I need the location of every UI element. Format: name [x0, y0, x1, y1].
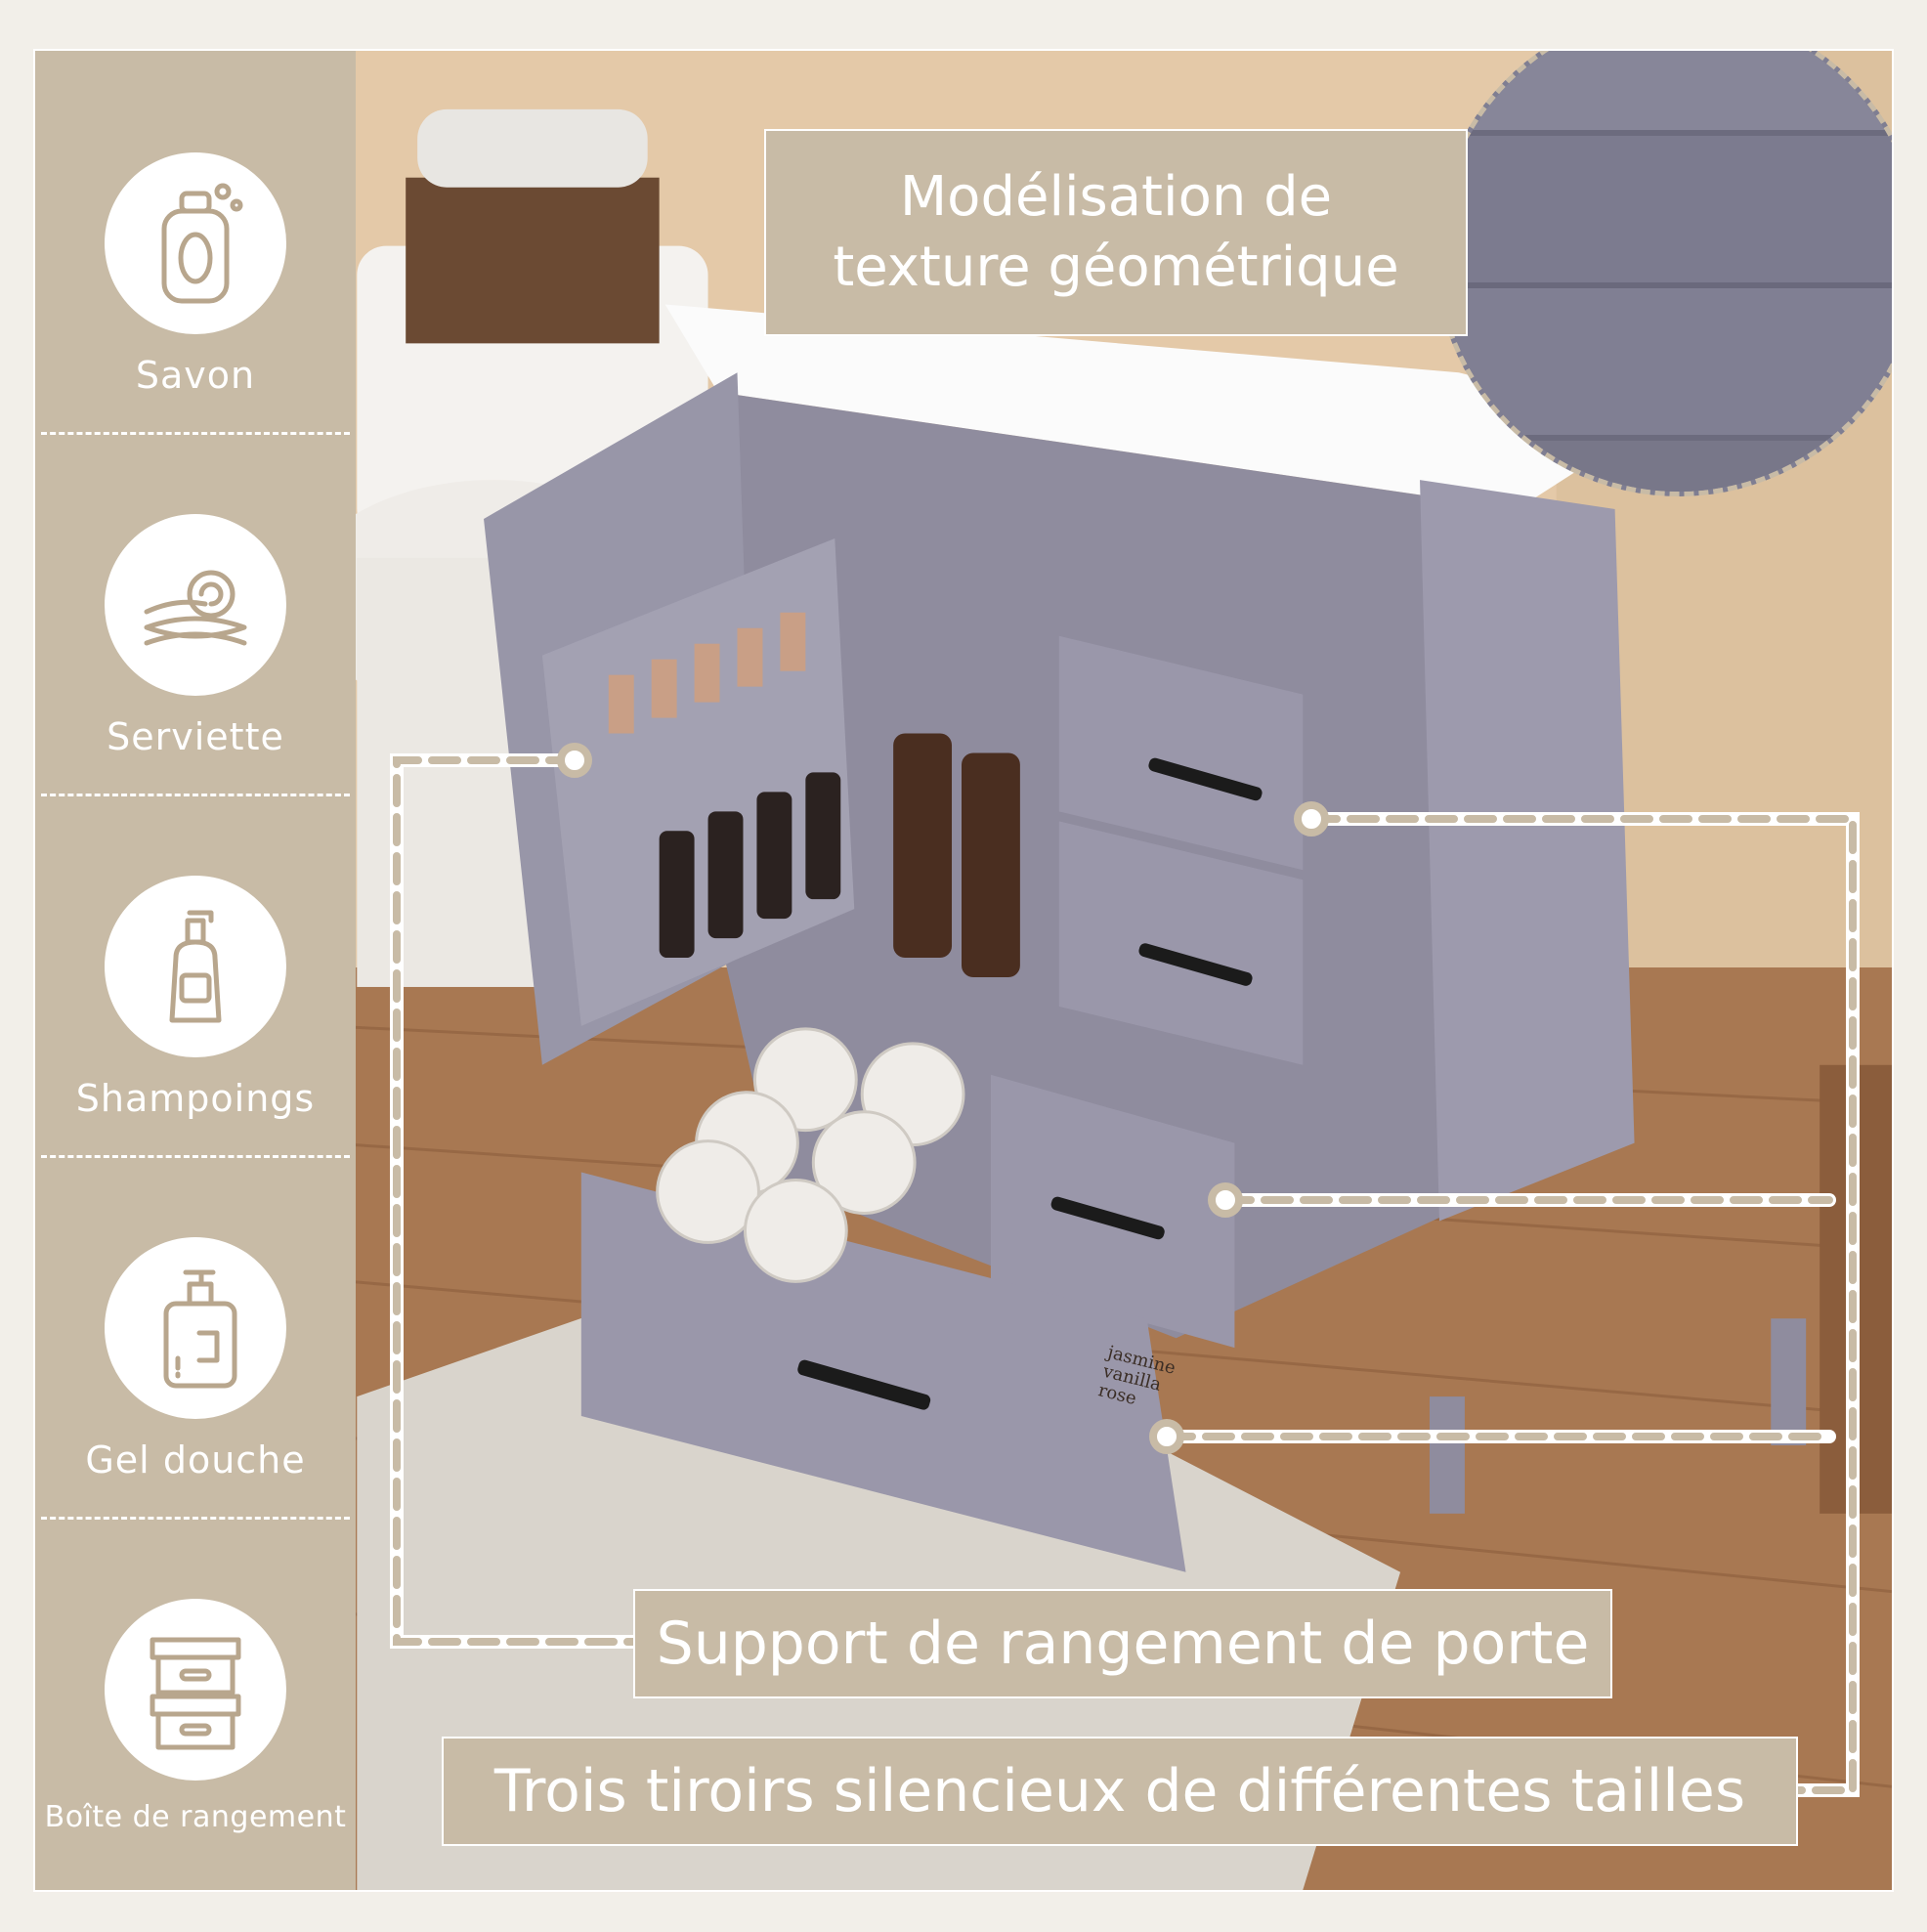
feature-shampoo-label: Shampoings [75, 1077, 316, 1120]
feature-shampoo-circle [105, 876, 286, 1057]
feature-storage-box: Boîte de rangement [35, 1497, 356, 1859]
shower-gel-icon [163, 1269, 237, 1389]
feature-towel: Serviette [35, 412, 356, 774]
drawers-callout: Trois tiroirs silencieux de différentes … [442, 1737, 1798, 1846]
feature-shower-gel: Gel douche [35, 1136, 356, 1497]
pump-bottle-icon [169, 910, 222, 1023]
door-rack-callout: Support de rangement de porte [633, 1589, 1612, 1698]
towel-icon [144, 570, 247, 646]
texture-zoom-lens [1435, 51, 1892, 496]
feature-shower-gel-label: Gel douche [85, 1438, 306, 1481]
feature-soap: Savon [35, 51, 356, 412]
soap-bottle-icon [161, 183, 243, 304]
sidebar-divider [41, 1155, 350, 1158]
texture-callout-line2: texture géométrique [833, 236, 1399, 299]
sidebar-divider [41, 794, 350, 796]
feature-shampoo: Shampoings [35, 774, 356, 1136]
feature-shower-gel-circle [105, 1237, 286, 1419]
feature-towel-label: Serviette [107, 715, 284, 758]
feature-soap-label: Savon [135, 354, 256, 397]
feature-sidebar: Savon Serviette [35, 51, 356, 1890]
sidebar-divider [41, 1517, 350, 1520]
storage-box-icon [150, 1637, 241, 1750]
feature-soap-circle [105, 152, 286, 334]
feature-storage-box-circle [105, 1599, 286, 1781]
texture-callout-line1: Modélisation de [899, 165, 1333, 229]
product-image-frame: jasmine vanilla rose [33, 49, 1894, 1892]
texture-callout: Modélisation de texture géométrique [764, 129, 1468, 336]
feature-storage-box-label: Boîte de rangement [44, 1800, 347, 1834]
feature-towel-circle [105, 514, 286, 696]
sidebar-divider [41, 432, 350, 435]
